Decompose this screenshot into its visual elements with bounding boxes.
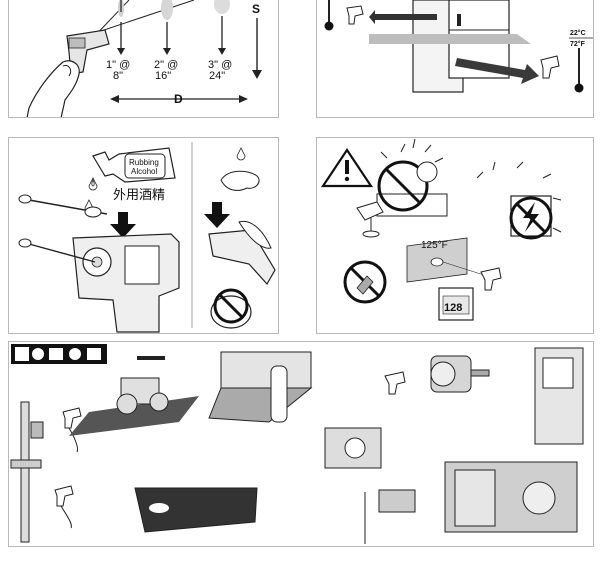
chinese-alcohol-label: 外用酒精: [113, 187, 165, 202]
pipe-valve-icon: [10, 401, 44, 543]
warning-triangle-icon: [320, 148, 374, 188]
cold-thermometer-icon: [324, 0, 334, 31]
applications-svg: [10, 344, 584, 544]
spot-ellipse-2: [161, 0, 173, 20]
drop-icon-3: [236, 147, 246, 161]
distance-diagram-svg: S 1" @ 8" 2" @ 16" 3" @ 24" D: [26, 0, 262, 117]
stand-icon: [364, 489, 416, 544]
right-arrow-icon: [455, 58, 539, 84]
thermometer-gun-icon-5: [384, 371, 406, 395]
spot-label-1: 1" @: [106, 59, 130, 71]
spot-arrow-3: [218, 16, 226, 55]
electric-motor-icon: [430, 355, 490, 393]
applications-panel: [8, 341, 594, 547]
temperature-change-svg: 22°C 72°F: [324, 0, 593, 93]
lcd-display-icon: [438, 287, 474, 321]
no-induction-heat-icon: [376, 138, 448, 217]
conveyor-machine-icon: [208, 351, 313, 423]
thermometer-cleaning-icon: [208, 220, 276, 286]
thermometer-gun-icon-3: [62, 407, 82, 453]
cotton-swab-lens-icon: [18, 238, 96, 263]
dist-label-2: 16": [155, 70, 171, 82]
dist-label-1: 8": [113, 70, 123, 82]
electrical-cabinet-icon: [534, 347, 584, 445]
spot-arrow-2: [163, 22, 171, 55]
spot-label-3: 3" @: [208, 59, 232, 71]
no-steam-icon: [343, 260, 387, 304]
warnings-svg: 125°F 128: [320, 138, 562, 321]
bottle-label-line1: Rubbing: [129, 158, 159, 167]
thermometer-front-icon: [72, 233, 180, 333]
spot-label-2: 2" @: [154, 59, 178, 71]
no-submerge-icon: [210, 288, 252, 329]
lens-cleaning-svg: Rubbing Alcohol 外用酒精: [18, 142, 276, 333]
hot-surface-icon: [406, 237, 468, 283]
small-thermometer-gun-icon: [346, 5, 364, 25]
generator-icon: [444, 461, 578, 533]
lens-cleaning-panel: Rubbing Alcohol 外用酒精: [8, 137, 279, 334]
warnings-panel: 125°F 128: [316, 137, 594, 334]
s-arrow: [252, 18, 262, 79]
spot-arrow-1: [117, 22, 125, 55]
no-static-icon: [476, 161, 562, 240]
doorway-icon: [412, 0, 510, 93]
right-thermometer-gun-icon: [540, 55, 560, 79]
temperature-change-panel: 22°C 72°F: [316, 0, 594, 118]
thermometer-gun-icon-4: [54, 485, 74, 529]
thermometer-gun-icon: [66, 29, 110, 75]
drop-icon: [88, 177, 98, 191]
road-roller-icon: [69, 356, 199, 436]
tank-icon: [134, 487, 258, 533]
d-label: D: [174, 92, 183, 106]
temp-c-label: 22°C: [570, 29, 586, 37]
alcohol-bottle-icon: [92, 147, 176, 183]
down-arrow-icon-2: [204, 202, 230, 228]
d-arrow: [110, 95, 248, 103]
cotton-swab-icon: [18, 194, 108, 218]
application-icons-strip: [11, 344, 107, 364]
warm-thermometer-icon: [574, 48, 584, 93]
temp-f-label: 72°F: [570, 40, 586, 48]
thermometer-gun-icon-2: [480, 267, 502, 291]
gray-band-icon: [369, 34, 531, 44]
s-label: S: [252, 2, 260, 16]
power-outlet-icon: [324, 427, 382, 469]
bottle-label-line2: Alcohol: [131, 167, 157, 176]
left-arrow-icon: [369, 10, 437, 24]
display-reading: 128: [444, 302, 462, 314]
hand-icon: [26, 60, 80, 117]
distance-to-spot-panel: S 1" @ 8" 2" @ 16" 3" @ 24" D: [8, 0, 279, 118]
spot-ellipse-3: [214, 0, 230, 14]
tripod-device-icon: [356, 201, 384, 238]
cloth-icon: [220, 170, 260, 191]
dist-label-3: 24": [209, 70, 225, 82]
surface-temp-label: 125°F: [421, 240, 448, 251]
down-arrow-icon: [110, 212, 136, 238]
